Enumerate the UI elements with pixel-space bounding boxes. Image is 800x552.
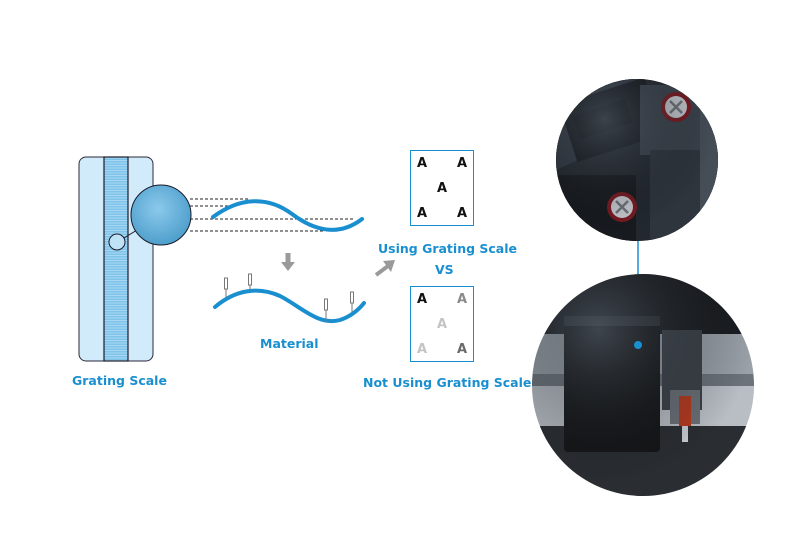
sample-glyph: A: [417, 342, 428, 357]
ideal-wave: [211, 199, 364, 232]
sample-glyph: A: [457, 292, 468, 307]
connector-dot: [634, 341, 642, 349]
magnifier-lens: [130, 184, 192, 246]
grating-scale-body: [78, 156, 192, 362]
blade-pins: [224, 273, 354, 322]
reading-head-small-circle: [108, 233, 126, 251]
using-grating-scale-sample: A A A A A: [410, 150, 474, 226]
using-grating-scale-caption: Using Grating Scale: [378, 241, 518, 256]
sample-glyph: A: [417, 156, 428, 171]
sample-glyph: A: [457, 342, 468, 357]
not-using-grating-scale-caption: Not Using Grating Scale: [363, 375, 532, 390]
sample-glyph: A: [437, 181, 448, 196]
sample-glyph: A: [417, 206, 428, 221]
sample-glyph: A: [457, 156, 468, 171]
photo-top-closeup: [556, 79, 718, 241]
sample-glyph: A: [417, 292, 428, 307]
up-right-arrow-icon: [374, 260, 395, 277]
down-arrow-icon: [281, 253, 295, 271]
vs-caption: VS: [435, 262, 454, 277]
grating-scale-caption: Grating Scale: [72, 373, 167, 388]
not-using-grating-scale-sample: A A A A A: [410, 286, 474, 362]
sample-glyph: A: [457, 206, 468, 221]
material-caption: Material: [260, 336, 319, 351]
photo-bottom-cutter-head: [532, 274, 754, 496]
projection-lines: [190, 198, 355, 232]
material-wave: [213, 288, 366, 324]
sample-glyph: A: [437, 317, 448, 332]
